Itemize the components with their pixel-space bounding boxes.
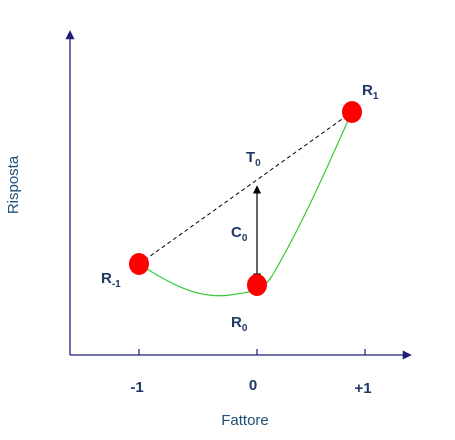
x-tick-label-zero: 0 (249, 377, 257, 394)
point-r-one (342, 101, 362, 123)
label-t-zero: T0 (246, 149, 261, 169)
response-curve (138, 111, 353, 297)
label-r-one: R1 (362, 82, 379, 102)
point-r-minus-one (129, 253, 149, 275)
label-r-minus-one: R-1 (101, 270, 121, 290)
point-r-zero (247, 274, 267, 296)
dashed-connector (138, 111, 353, 265)
label-r-zero: R0 (231, 314, 248, 334)
y-axis-title: Risposta (5, 155, 22, 214)
x-tick-label-plus-one: +1 (354, 380, 371, 397)
label-c-zero: C0 (231, 224, 248, 244)
x-axis-title: Fattore (221, 412, 269, 429)
x-tick-label-minus-one: -1 (130, 379, 143, 396)
